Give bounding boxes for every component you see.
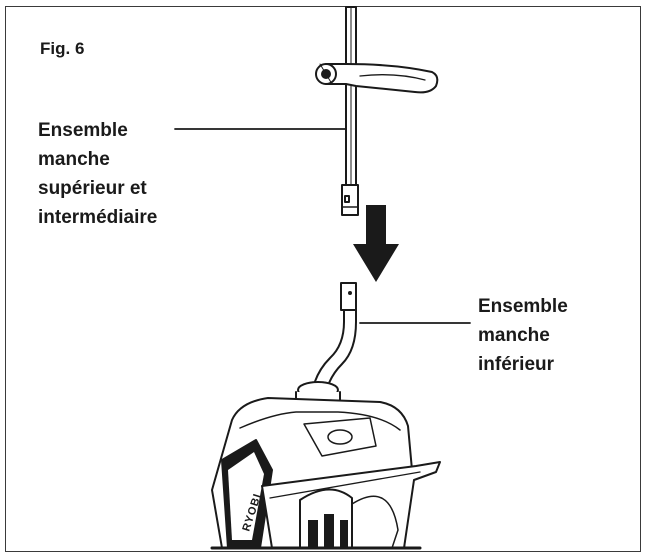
upper-label-line-4: intermédiaire — [38, 207, 158, 228]
figure-title: Fig. 6 — [40, 39, 85, 58]
upper-assembly-label: Ensemble manche supérieur et intermédiai… — [38, 116, 157, 232]
upper-label-line-3: supérieur et — [38, 178, 147, 199]
lower-label-line-1: Ensemble — [478, 296, 568, 317]
lower-label-line-2: manche — [478, 325, 550, 346]
upper-label-line-1: Ensemble — [38, 120, 128, 141]
upper-handle-shaft — [341, 6, 359, 216]
lower-label-line-3: inférieur — [478, 354, 555, 375]
down-arrow-icon — [353, 205, 399, 282]
lower-assembly-label: Ensemble manche inférieur — [478, 292, 568, 379]
auxiliary-handle — [315, 63, 439, 94]
snow-thrower-body — [210, 381, 441, 550]
lower-handle-shaft — [311, 282, 357, 393]
upper-label-line-2: manche — [38, 149, 110, 170]
